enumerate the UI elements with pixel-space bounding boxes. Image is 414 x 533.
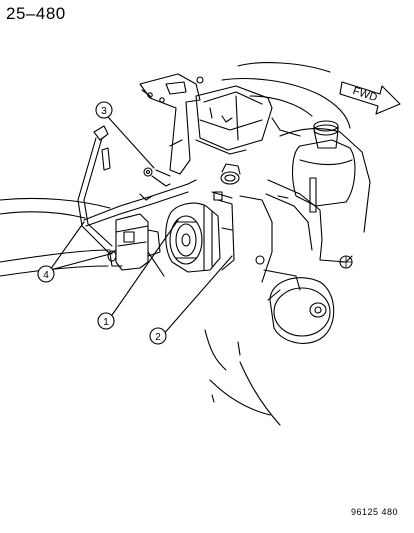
callout-2: 2 — [149, 327, 167, 345]
callout-3: 3 — [95, 101, 113, 119]
callout-4: 4 — [37, 265, 55, 283]
callout-2-label: 2 — [155, 332, 161, 343]
callout-1: 1 — [97, 312, 115, 330]
callout-4-label: 4 — [43, 270, 49, 281]
forward-arrow-icon: FWD — [339, 81, 401, 115]
throttle-fitting — [220, 163, 241, 185]
upper-bracket — [139, 73, 204, 175]
alternator — [165, 191, 235, 273]
page-number: 25–480 — [6, 4, 66, 23]
callout-1-label: 1 — [103, 317, 109, 328]
fluid-reservoir — [291, 120, 356, 213]
control-cable — [77, 125, 197, 255]
engine-right-housing — [239, 117, 371, 291]
actuator-unit — [107, 213, 165, 277]
crank-pulley — [267, 277, 335, 344]
callout-leaders — [49, 116, 233, 337]
callout-3-label: 3 — [101, 106, 107, 117]
figure-code: 96125 480 — [350, 507, 398, 517]
engine-outline — [0, 62, 351, 426]
engine-block-top — [195, 85, 273, 155]
